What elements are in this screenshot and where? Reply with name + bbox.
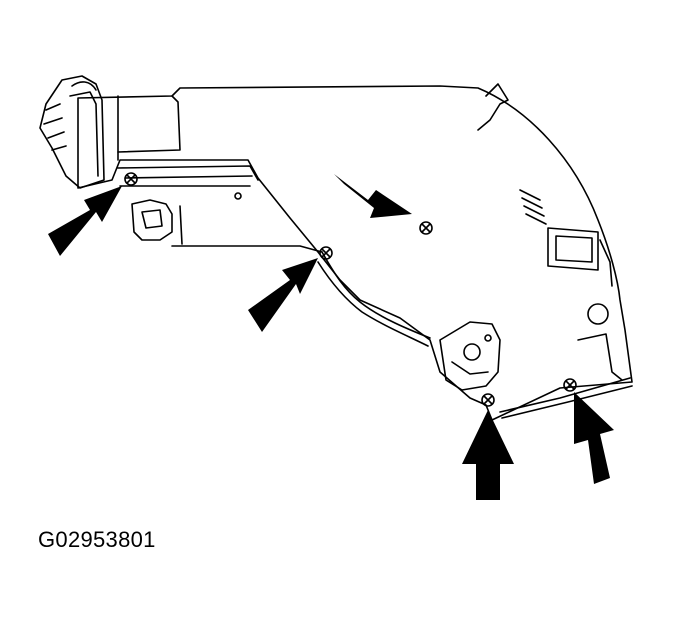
figure-id-label: G02953801 [38, 527, 156, 552]
fastener-5 [563, 378, 577, 392]
arrow-1 [48, 186, 122, 256]
arrow-3 [248, 258, 318, 332]
upper-panel [117, 95, 181, 153]
arrow-2 [334, 174, 412, 218]
right-window [547, 227, 599, 271]
left-end-cap [39, 75, 105, 189]
fastener-2 [419, 221, 433, 235]
arrow-5 [574, 392, 614, 484]
fastener-4 [481, 393, 495, 407]
flange [321, 251, 431, 339]
fastener-1 [124, 172, 138, 186]
fastener-6 [234, 192, 242, 200]
fastener-3 [319, 246, 333, 260]
mounting-tab [439, 321, 501, 391]
right-latch [477, 83, 509, 131]
bottom-edge [499, 377, 631, 413]
lower-bracket [131, 199, 173, 241]
arrow-4 [462, 410, 514, 500]
housing-outline [77, 85, 633, 421]
